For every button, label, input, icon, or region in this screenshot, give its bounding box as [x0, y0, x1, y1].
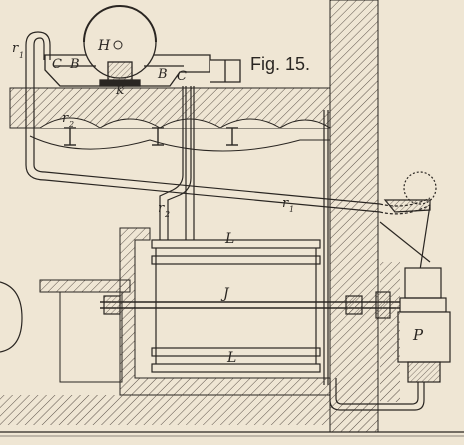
figure-caption: Fig. 15.: [250, 54, 310, 74]
partial-wheel: [0, 281, 23, 353]
pipe-r2: [159, 86, 195, 240]
lower-chamber: [0, 227, 331, 425]
label-L-bottom: L: [226, 350, 236, 366]
label-r-upper: r: [12, 41, 19, 56]
pipe-r1-loop: [25, 31, 51, 165]
label-r2-lower-sub: 2: [164, 210, 170, 219]
label-r1-right: r: [282, 196, 289, 211]
label-H: H: [97, 38, 111, 54]
label-r2: r: [62, 111, 69, 126]
blower-housing: [44, 5, 241, 87]
label-K: K: [115, 84, 125, 97]
vertical-rod: [323, 110, 329, 385]
label-P: P: [412, 326, 424, 344]
label-B-right: B: [157, 67, 168, 82]
label-J: J: [220, 286, 230, 302]
label-B-left: B: [69, 57, 80, 72]
label-r1-right-sub: 1: [289, 205, 294, 214]
label-r2-lower: r: [158, 201, 165, 216]
upper-floor-slab: [9, 87, 331, 152]
pump-and-lever: [329, 171, 451, 411]
shaft-circle: [113, 40, 123, 50]
label-r-upper-sub: 1: [19, 51, 24, 60]
label-r2-sub: 2: [68, 120, 74, 129]
label-C-right: C: [177, 69, 187, 84]
label-C-left: C: [52, 57, 62, 72]
label-L-top: L: [224, 231, 234, 247]
main-wall: [329, 0, 379, 433]
